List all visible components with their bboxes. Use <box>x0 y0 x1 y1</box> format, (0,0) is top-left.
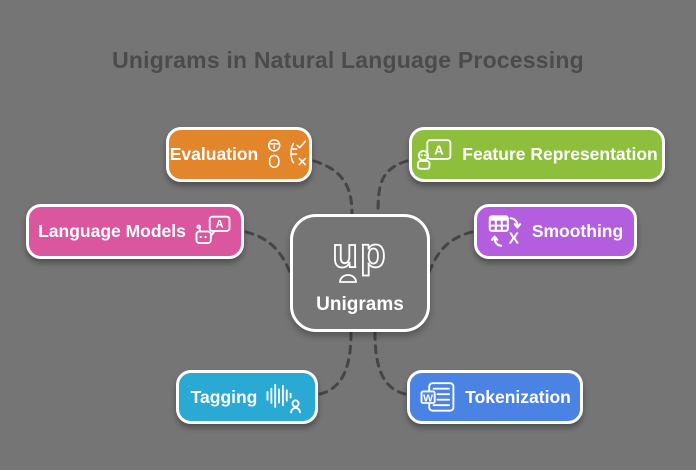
svg-text:A: A <box>216 219 224 231</box>
svg-text:up: up <box>332 230 387 276</box>
diagram-title: Unigrams in Natural Language Processing <box>112 47 584 73</box>
connector-tokenization <box>373 331 407 396</box>
node-label: Feature Representation <box>462 144 658 164</box>
connector-feature-representation <box>376 159 409 215</box>
node-tokenization: W Tokenization <box>407 370 583 424</box>
connector-tagging <box>318 331 353 396</box>
up-logo-icon: up <box>331 230 387 283</box>
person-presentation-board-icon: A <box>417 139 452 170</box>
svg-text:X: X <box>508 230 519 247</box>
table-transform-icon: X <box>488 214 521 247</box>
node-label: Tagging <box>190 386 258 407</box>
node-label: Language Models <box>38 221 186 241</box>
center-node-unigrams: up Unigrams <box>290 214 430 332</box>
evaluation-person-checklist-icon <box>268 139 307 169</box>
node-language-models: Language Models A <box>26 204 244 259</box>
connector-evaluation <box>312 159 354 215</box>
robot-chat-bubble-icon: A <box>195 215 231 244</box>
waveform-person-icon <box>266 383 302 413</box>
node-tagging: Tagging <box>176 370 318 424</box>
node-evaluation: Evaluation <box>166 127 312 182</box>
svg-text:A: A <box>434 143 444 158</box>
node-label: Evaluation <box>169 144 259 164</box>
connector-smoothing <box>426 230 474 277</box>
connector-language-models <box>244 230 293 277</box>
node-label: Smoothing <box>531 221 624 241</box>
node-smoothing: X Smoothing <box>474 204 637 259</box>
svg-text:W: W <box>423 393 433 404</box>
center-node-label: Unigrams <box>316 294 404 315</box>
word-document-icon: W <box>420 381 455 412</box>
node-feature-representation: A Feature Representation <box>409 127 665 182</box>
node-label: Tokenization <box>465 386 571 407</box>
